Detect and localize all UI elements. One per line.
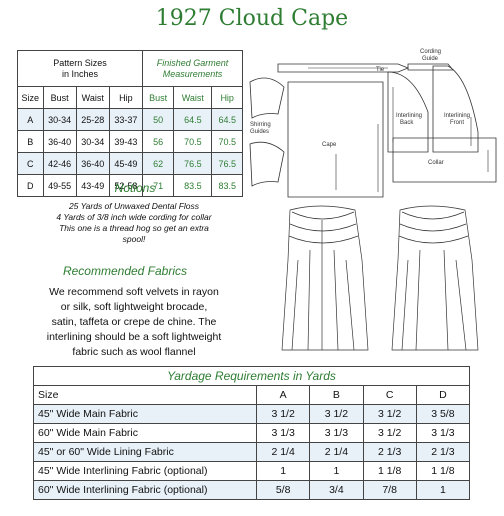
svg-text:Collar: Collar — [428, 160, 444, 166]
svg-text:Guides: Guides — [250, 129, 269, 135]
page-title: 1927 Cloud Cape — [155, 6, 349, 31]
shirring-guides-piece: Shirring Guides — [249, 77, 285, 187]
svg-text:Tie: Tie — [376, 67, 385, 73]
svg-text:Shirring: Shirring — [250, 122, 271, 128]
interlining-front-piece: Interlining Front — [432, 65, 479, 153]
cape-back-figure — [391, 205, 479, 351]
notions-heading: Notions — [114, 181, 156, 195]
cape-piece: Cape — [287, 81, 384, 198]
tie-piece: Tie — [277, 63, 410, 73]
svg-text:Cording: Cording — [420, 49, 441, 55]
cape-front-figure — [281, 205, 369, 351]
interlining-back-piece: Interlining Back — [387, 71, 429, 153]
svg-text:Guide: Guide — [422, 56, 439, 62]
svg-text:Interlining: Interlining — [444, 113, 470, 119]
cording-guide-piece: Cording Guide — [407, 49, 454, 71]
svg-text:Cape: Cape — [322, 142, 337, 148]
notions-text: 25 Yards of Unwaxed Dental Floss 4 Yards… — [56, 201, 212, 244]
pattern-pieces-diagram: Tie Cording Guide Shirring Guides Cape I… — [249, 49, 497, 198]
cape-illustrations — [281, 205, 479, 351]
svg-text:Back: Back — [400, 120, 414, 126]
fabrics-text: We recommend soft velvets in rayon or si… — [46, 286, 222, 358]
table-row: 60" Wide Interlining Fabric (optional)5/… — [33, 480, 471, 500]
collar-piece: Collar — [392, 137, 497, 183]
fabrics-heading: Recommended Fabrics — [62, 264, 188, 278]
yardage-caption: Yardage Requirements in Yards — [33, 366, 470, 386]
svg-text:Interlining: Interlining — [396, 113, 422, 119]
svg-text:Front: Front — [450, 120, 464, 126]
